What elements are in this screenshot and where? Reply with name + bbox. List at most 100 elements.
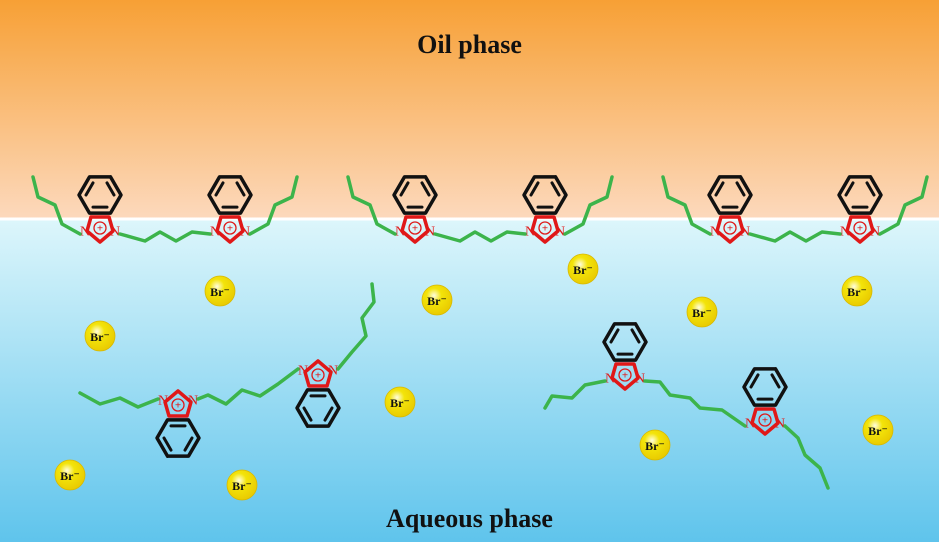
benzene-double-bond: [235, 181, 246, 197]
alkyl-tail: [543, 379, 607, 410]
alkyl-tail: [78, 391, 160, 409]
bromide-label: Br⁻: [60, 469, 80, 483]
oil-phase-region: [0, 0, 939, 219]
benzene-double-bond: [420, 181, 431, 197]
bromide-ion: Br⁻: [841, 275, 873, 307]
nitrogen-label: N: [840, 225, 850, 240]
ion-sphere: [841, 275, 873, 307]
charge-circle: [223, 221, 237, 235]
bromide-ion: Br⁻: [384, 386, 416, 418]
charge-circle: [723, 221, 737, 235]
imidazolium-ring: [400, 215, 430, 244]
nitrogen-label: N: [188, 394, 198, 409]
benzene-ring: [707, 175, 753, 215]
bromide-ion: Br⁻: [639, 429, 671, 461]
benzene-double-bond: [214, 181, 225, 197]
bromide-label: Br⁻: [390, 396, 410, 410]
imidazolium-ring: [750, 407, 780, 436]
alkyl-tail: [248, 175, 299, 236]
bromide-label: Br⁻: [847, 285, 867, 299]
bromide-label: Br⁻: [645, 439, 665, 453]
alkyl-tail: [336, 282, 376, 371]
benzene-double-bond: [183, 436, 194, 452]
benzene-ring: [155, 418, 201, 458]
ion-sphere: [384, 386, 416, 418]
benzene-double-bond: [865, 181, 876, 197]
benzene-double-bond: [609, 328, 620, 344]
aqueous-phase-region: [0, 219, 939, 542]
oil-phase-label: Oil phase: [417, 30, 522, 59]
bromide-ion: Br⁻: [226, 469, 258, 501]
nitrogen-label: N: [745, 417, 755, 432]
alkyl-tail: [878, 175, 929, 236]
benzene-double-bond: [302, 406, 313, 422]
spacer-chain: [196, 367, 300, 406]
bromide-ions: Br⁻ Br⁻ Br⁻ Br⁻ Br⁻ Br⁻ Br⁻ Br⁻ Br⁻ Br⁻ Br⁻: [54, 253, 894, 501]
bromide-ion: Br⁻: [686, 296, 718, 328]
bromide-label: Br⁻: [232, 479, 252, 493]
nitrogen-label: N: [605, 372, 615, 387]
benzene-double-bond: [323, 406, 334, 422]
nitrogen-label: N: [635, 372, 645, 387]
ion-sphere: [84, 320, 116, 352]
nitrogen-label: N: [425, 225, 435, 240]
nitrogen-label: N: [740, 225, 750, 240]
ion-sphere: [226, 469, 258, 501]
charge-circle: [618, 368, 632, 382]
benzene-double-bond: [84, 181, 95, 197]
benzene-double-bond: [399, 181, 410, 197]
imidazolium-ring: [845, 215, 875, 244]
positive-charge: +: [727, 223, 733, 235]
ion-sphere: [567, 253, 599, 285]
bromide-label: Br⁻: [692, 306, 712, 320]
nitrogen-label: N: [240, 225, 250, 240]
benzene-ring: [207, 175, 253, 215]
alkyl-tail: [346, 175, 397, 236]
spacer-chain: [643, 379, 747, 428]
charge-circle: [758, 413, 772, 427]
imidazolium-ring: [530, 215, 560, 244]
spacer-chain: [433, 230, 527, 243]
nitrogen-label: N: [298, 364, 308, 379]
bromide-label: Br⁻: [573, 263, 593, 277]
aqueous-phase-label: Aqueous phase: [386, 504, 553, 533]
benzene-double-bond: [714, 181, 725, 197]
positive-charge: +: [227, 223, 233, 235]
positive-charge: +: [175, 400, 181, 412]
bromide-label: Br⁻: [210, 285, 230, 299]
nitrogen-label: N: [525, 225, 535, 240]
alkyl-tail: [783, 424, 830, 490]
benzene-ring: [742, 367, 788, 407]
bromide-ion: Br⁻: [204, 275, 236, 307]
benzene-double-bond: [844, 181, 855, 197]
benzene-ring: [602, 322, 648, 362]
benzene-double-bond: [162, 436, 173, 452]
nitrogen-label: N: [80, 225, 90, 240]
benzene-double-bond: [770, 373, 781, 389]
benzene-ring: [392, 175, 438, 215]
ion-sphere: [639, 429, 671, 461]
bromide-label: Br⁻: [427, 294, 447, 308]
benzene-ring: [77, 175, 123, 215]
ion-sphere: [54, 459, 86, 491]
nitrogen-label: N: [555, 225, 565, 240]
positive-charge: +: [97, 223, 103, 235]
imidazolium-ring: [715, 215, 745, 244]
alkyl-tail: [661, 175, 712, 236]
bromide-label: Br⁻: [90, 330, 110, 344]
bromide-ion: Br⁻: [84, 320, 116, 352]
alkyl-tail: [31, 175, 82, 236]
benzene-double-bond: [630, 328, 641, 344]
positive-charge: +: [542, 223, 548, 235]
charge-circle: [311, 368, 325, 382]
benzene-double-bond: [529, 181, 540, 197]
nitrogen-label: N: [710, 225, 720, 240]
nitrogen-label: N: [328, 364, 338, 379]
bromide-ion: Br⁻: [862, 414, 894, 446]
bromide-ion: Br⁻: [567, 253, 599, 285]
benzene-ring: [522, 175, 568, 215]
ion-sphere: [862, 414, 894, 446]
nitrogen-label: N: [395, 225, 405, 240]
